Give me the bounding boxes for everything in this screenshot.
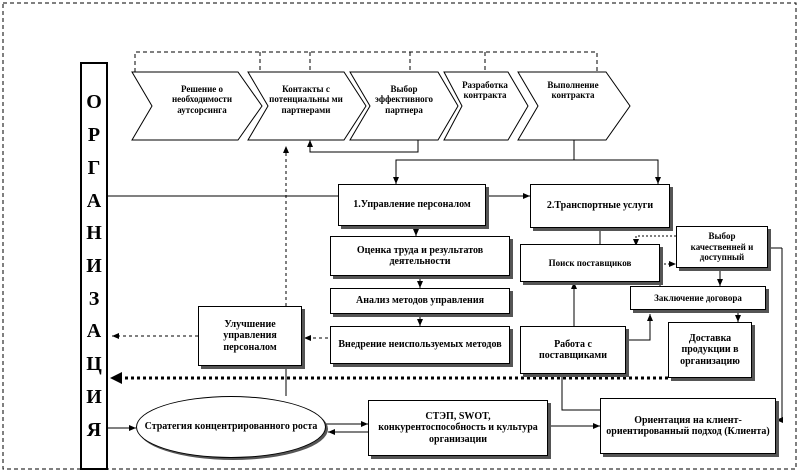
transport-services-box: 2.Транспортные услуги xyxy=(530,184,670,228)
contract-conclusion-box: Заключение договора xyxy=(630,286,766,310)
organization-letter: А xyxy=(86,320,102,343)
stage-label-2: Контакты с потенциальны ми партнерами xyxy=(269,84,343,115)
analysis-box: СТЭП, SWOT, конкурентоспособность и куль… xyxy=(368,400,548,456)
supplier-search-box: Поиск поставщиков xyxy=(520,244,660,282)
organization-letter: А xyxy=(86,189,102,212)
organization-letter: Г xyxy=(87,156,101,179)
top-dashed-loop xyxy=(134,51,598,72)
stage-chevrons xyxy=(131,71,631,141)
stage-label-3: Выбор эффективного партнера xyxy=(375,84,433,115)
chevron-5 xyxy=(517,71,631,141)
organization-letter: Ц xyxy=(86,353,102,376)
product-delivery-box: Доставка продукции в организацию xyxy=(668,322,752,378)
organization-letter: И xyxy=(86,385,102,408)
organization-letter: Н xyxy=(86,222,102,245)
personnel-improvement-box: Улучшение управления персоналом xyxy=(198,306,302,366)
supplier-work-box: Работа с поставщиками xyxy=(520,326,626,374)
chevron-1 xyxy=(131,71,263,141)
personnel-management-box: 1.Управление персоналом xyxy=(338,184,486,226)
unused-methods-box: Внедрение неиспользуемых методов xyxy=(330,326,510,364)
methods-analysis-box: Анализ методов управления xyxy=(330,288,510,314)
client-orientation-box: Ориентация на клиент-ориентированный под… xyxy=(600,398,776,454)
chevron-4 xyxy=(443,71,529,141)
labor-evaluation-box: Оценка труда и результатов деятельности xyxy=(330,236,510,276)
organization-letter: О xyxy=(86,91,102,114)
organization-letter: Я xyxy=(86,418,102,441)
chevron-3 xyxy=(349,71,459,141)
stage-label-1: Решение о необходимости аутсорсинга xyxy=(171,84,233,115)
organization-letter: З xyxy=(88,287,100,310)
stage-label-5: Выполнение контракта xyxy=(547,80,599,101)
chevron-2 xyxy=(247,71,367,141)
organization-letter: Р xyxy=(87,124,101,147)
supplier-choice-box: Выбор качественней и доступный xyxy=(676,226,768,268)
strategy-ellipse: Стратегия концентрированного роста xyxy=(136,396,326,458)
stage-label-4: Разработка контракта xyxy=(462,80,508,101)
organization-letter: И xyxy=(86,254,102,277)
